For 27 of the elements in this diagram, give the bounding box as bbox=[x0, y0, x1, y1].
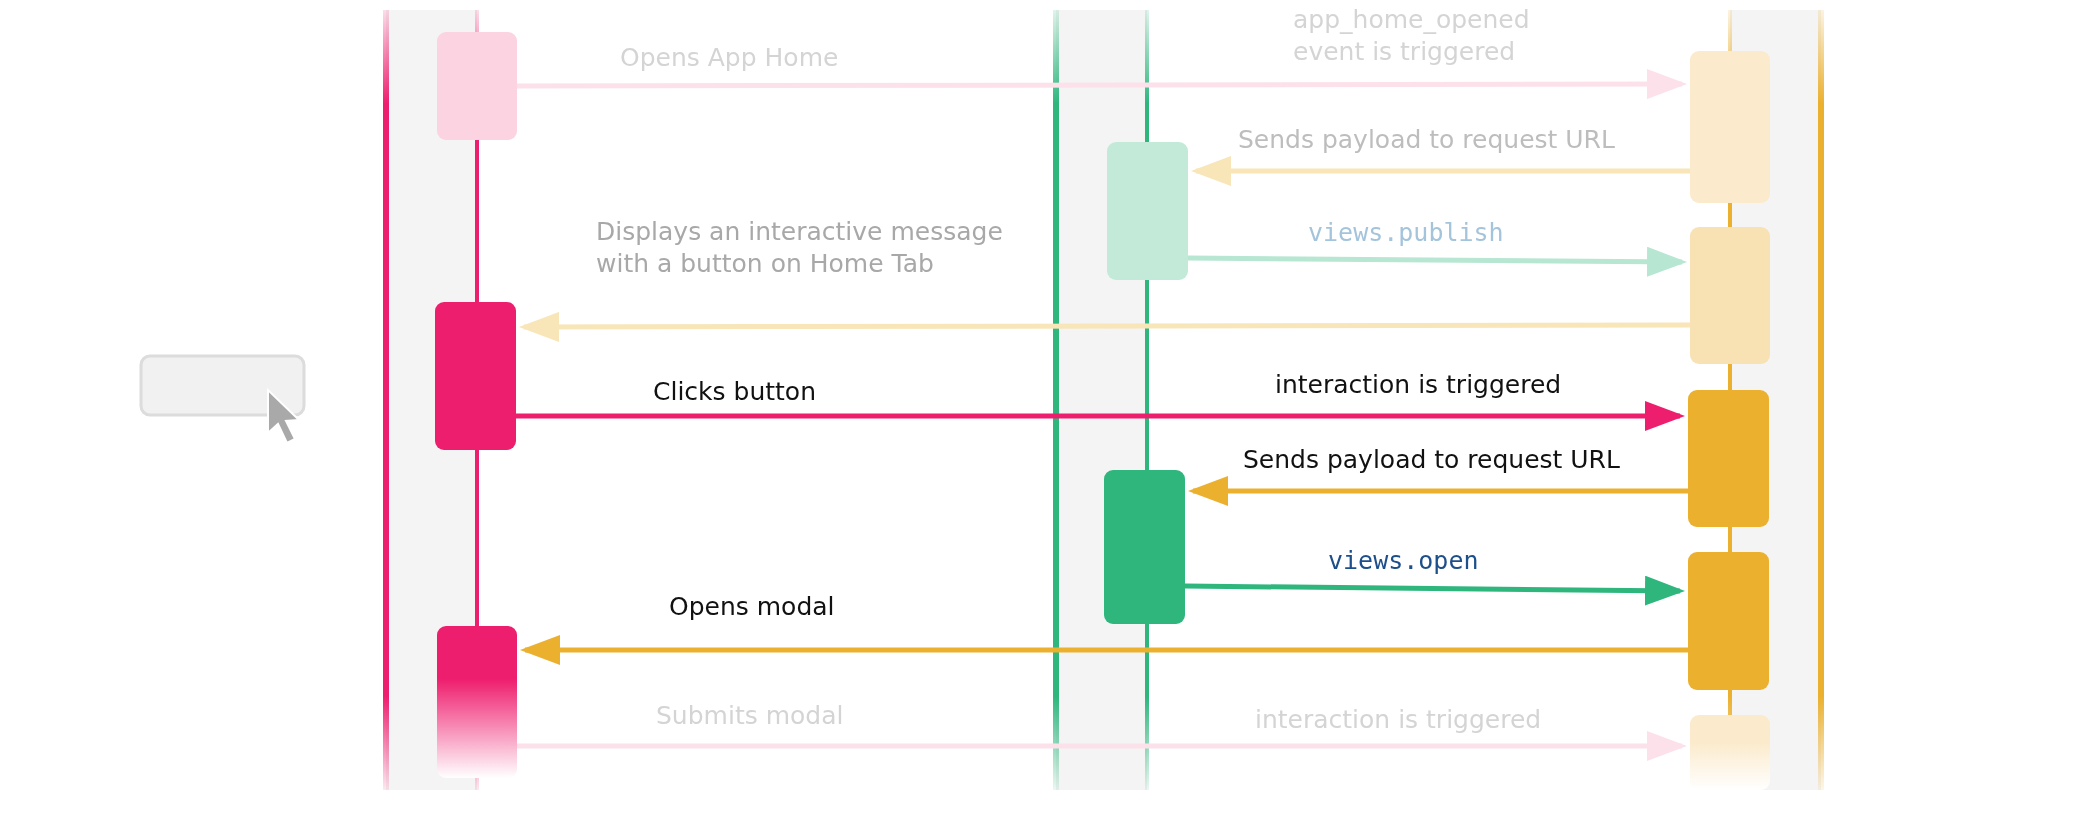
activation-bar bbox=[1107, 142, 1188, 280]
activation-bar bbox=[1690, 51, 1770, 203]
activation-bar bbox=[435, 302, 516, 450]
activation-bar bbox=[437, 32, 517, 140]
arrow bbox=[1184, 575, 1685, 606]
edge-label: Clicks button bbox=[653, 376, 816, 408]
arrow bbox=[517, 69, 1687, 100]
edge-label: Opens modal bbox=[669, 591, 835, 623]
edge-label: Displays an interactive message with a button on Home Tab bbox=[596, 216, 1004, 280]
activation-bar bbox=[1688, 552, 1769, 690]
arrow bbox=[1188, 246, 1687, 277]
arrow bbox=[517, 731, 1687, 761]
method-name: views.open bbox=[1328, 545, 1479, 577]
arrow bbox=[519, 311, 1690, 342]
arrow bbox=[1188, 476, 1688, 506]
activation-bar bbox=[1690, 715, 1770, 790]
arrow bbox=[520, 635, 1688, 665]
activation-bar bbox=[1688, 390, 1769, 527]
arrow bbox=[1191, 156, 1690, 186]
arrow bbox=[516, 401, 1685, 431]
event-label: interaction is triggered bbox=[1275, 369, 1562, 401]
method-name: views.publish bbox=[1308, 217, 1504, 249]
activation-bar bbox=[1690, 227, 1770, 364]
activation-bar bbox=[437, 626, 517, 778]
activation-bar bbox=[1104, 470, 1185, 624]
edge-label: Sends payload to request URL bbox=[1238, 124, 1615, 156]
edge-label: Sends payload to request URL bbox=[1243, 444, 1620, 476]
